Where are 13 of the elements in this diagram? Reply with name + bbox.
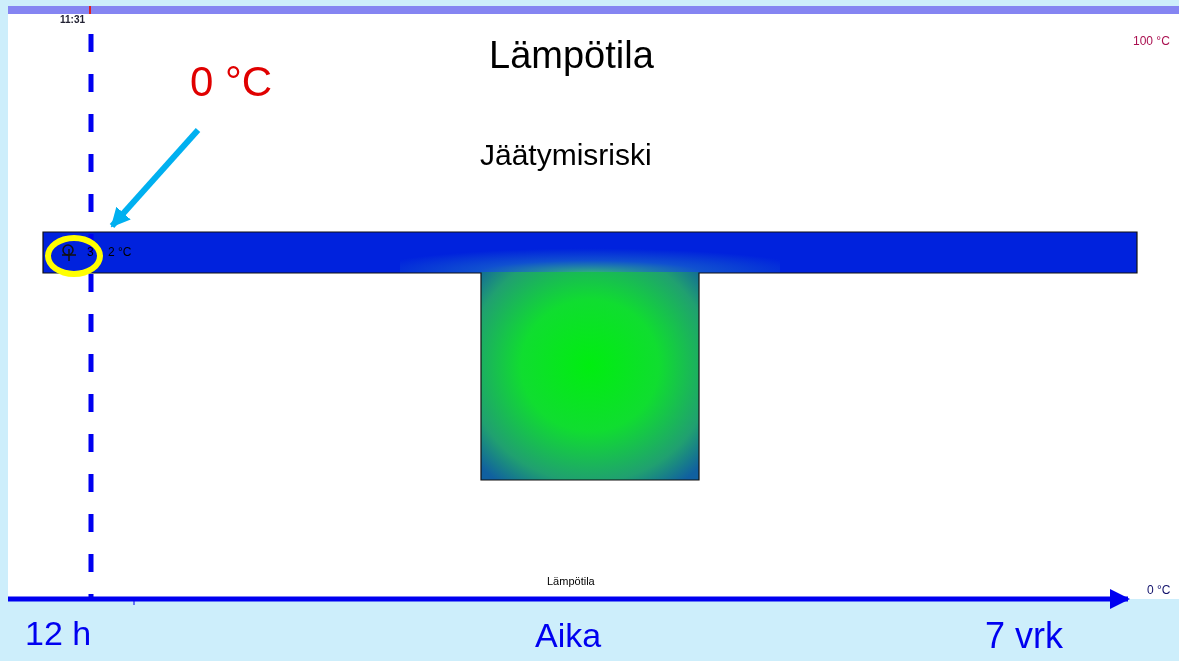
scale-min-label: 0 °C [1147,584,1171,596]
callout-text: 0 °C [190,60,286,104]
highlight-circle [45,235,103,277]
time-label: 11:31 [60,15,86,25]
scale-max-label: 100 °C [1133,35,1170,47]
scale-label: Lämpötila [547,576,595,587]
arrow [109,128,201,228]
axis-title: Aika [535,618,602,652]
axis-tick-label: 12 h [25,616,92,650]
value-label: 3 [87,246,94,258]
diagram-title: Lämpötila [489,36,654,74]
subtitle: Jäätymisriski [480,140,652,170]
axis-tick-label: 7 vrk [985,618,1063,654]
